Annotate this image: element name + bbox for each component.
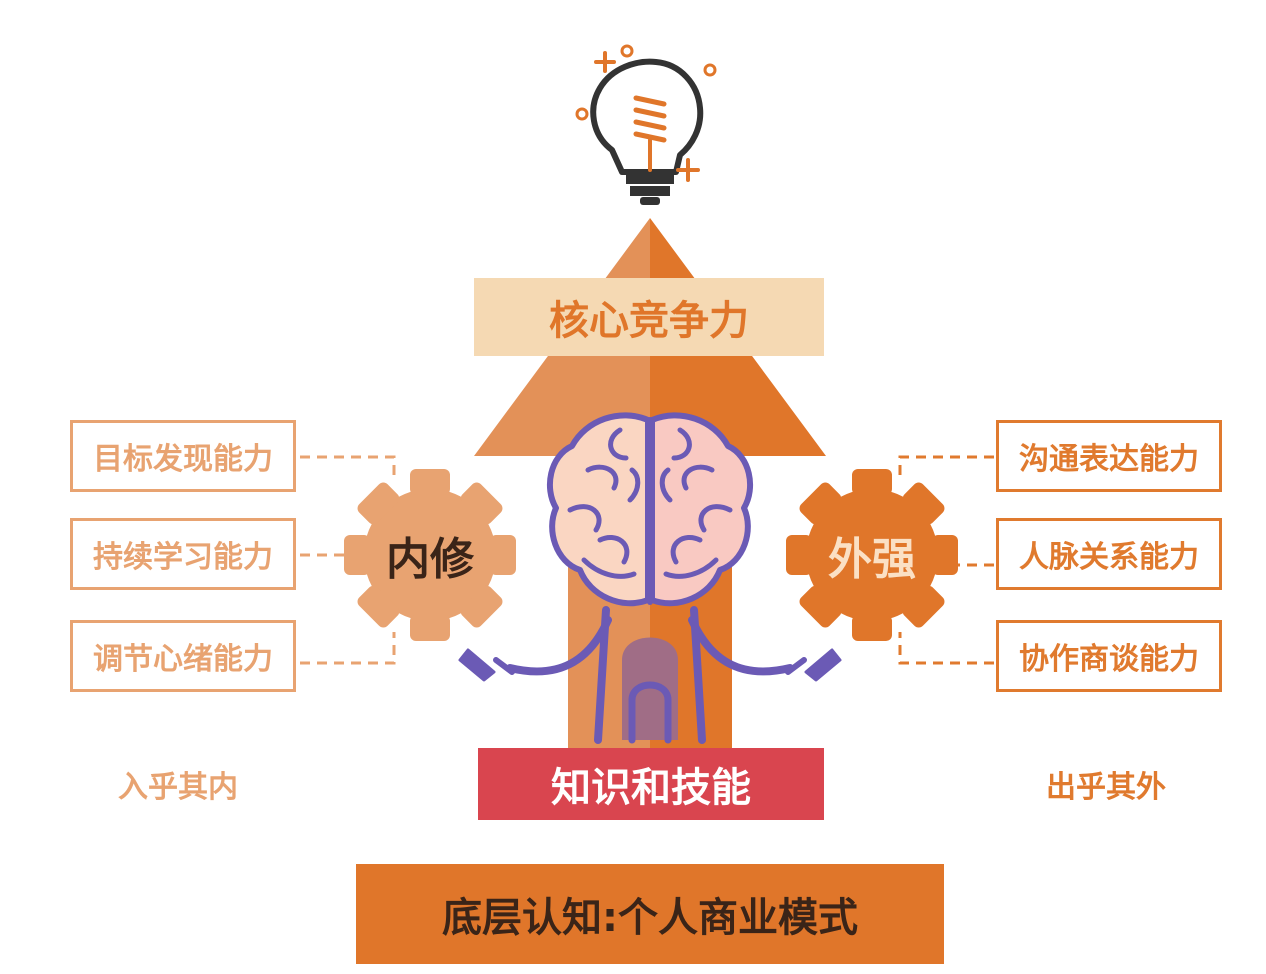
- outer-skill-box: 协作商谈能力: [996, 620, 1222, 692]
- knowledge-banner: 知识和技能: [478, 748, 824, 820]
- core-label: 核心竞争力: [549, 298, 749, 344]
- outer-skill-box: 人脉关系能力: [996, 518, 1222, 590]
- inner-skill-box: 调节心绪能力: [70, 620, 296, 692]
- outer-connectors: [898, 455, 994, 665]
- inner-caption: 入乎其内: [118, 770, 238, 805]
- inner-gear: [344, 469, 516, 641]
- core-banner: 核心竞争力: [474, 278, 824, 356]
- outer-gear-label: 外强: [828, 534, 916, 585]
- inner-gear-label: 内修: [386, 534, 474, 585]
- inner-skill-box: 持续学习能力: [70, 518, 296, 590]
- outer-skill-box: 沟通表达能力: [996, 420, 1222, 492]
- lightbulb-icon: [575, 44, 717, 205]
- knowledge-label: 知识和技能: [551, 765, 751, 811]
- foundation-label: 底层认知:个人商业模式: [442, 895, 858, 941]
- outer-caption: 出乎其外: [1046, 770, 1166, 805]
- brain-icon: [458, 412, 842, 744]
- inner-connectors: [300, 455, 396, 665]
- foundation-banner: 底层认知:个人商业模式: [356, 864, 944, 964]
- inner-skill-box: 目标发现能力: [70, 420, 296, 492]
- outer-gear: [786, 469, 958, 641]
